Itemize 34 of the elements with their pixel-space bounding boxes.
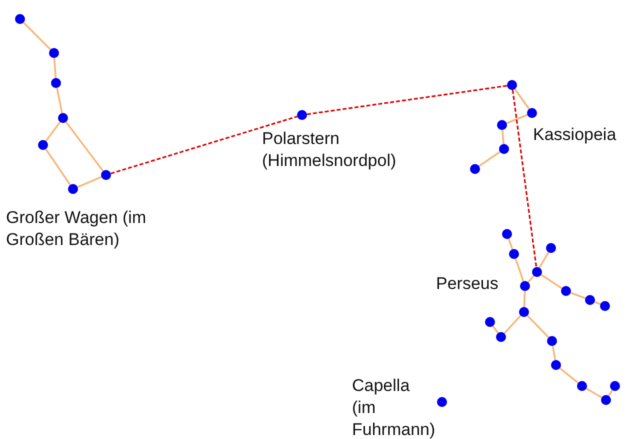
constellation-line <box>508 238 514 250</box>
constellation-line <box>586 388 602 398</box>
constellation-line <box>45 148 71 186</box>
constellation-line <box>56 88 63 114</box>
constellation-name: Großer Wagen (im Großen Bären) <box>6 207 148 251</box>
constellation-line <box>45 121 61 142</box>
constellation-line <box>570 292 586 300</box>
constellation-name: Perseus <box>436 273 500 295</box>
constellation-line <box>478 151 500 167</box>
constellation-line <box>22 22 52 50</box>
constellation-name: Kassiopeia <box>533 124 618 146</box>
constellation-line <box>514 258 524 282</box>
dashed-line <box>110 116 298 174</box>
constellation-line <box>53 58 57 78</box>
constellation-line <box>594 301 601 305</box>
constellation-line <box>526 314 550 338</box>
constellation-line <box>538 252 550 268</box>
constellation-line <box>514 88 530 110</box>
constellation-line <box>65 121 104 172</box>
constellation-line <box>77 176 102 188</box>
constellation-line <box>528 275 534 283</box>
constellation-line <box>523 290 526 308</box>
constellation-line <box>608 390 614 396</box>
constellation-line <box>504 315 522 334</box>
dashed-line <box>512 90 538 268</box>
constellation-line <box>506 114 528 124</box>
star-name: Polarstern (Himmelsnordpol) <box>262 128 398 172</box>
dashed-line <box>306 84 508 116</box>
constellation-line <box>559 367 579 384</box>
constellation-line <box>502 130 504 144</box>
constellation-line <box>540 274 562 290</box>
constellation-line <box>492 326 499 334</box>
constellation-line <box>552 346 556 360</box>
star-name: Capella (im Fuhrmann) <box>352 375 432 439</box>
